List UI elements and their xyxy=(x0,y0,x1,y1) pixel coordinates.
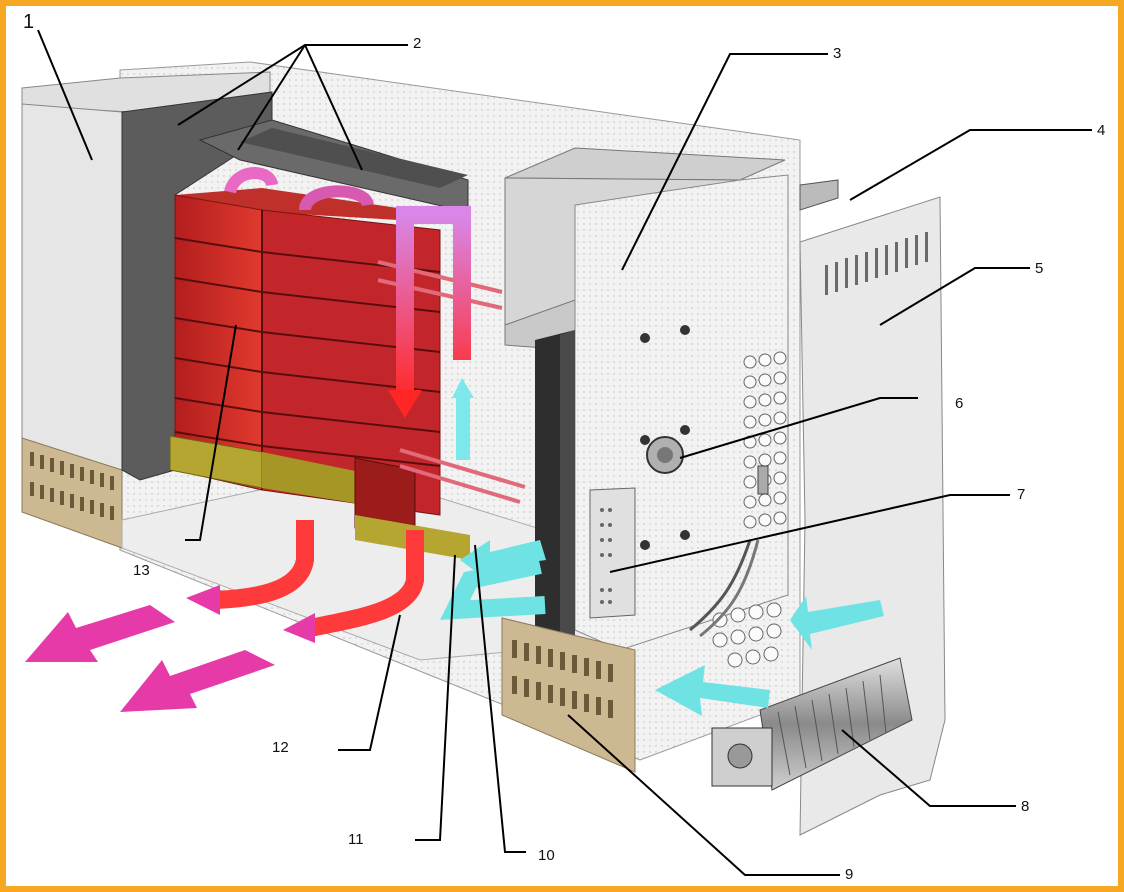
core-top xyxy=(175,188,398,220)
leader-5 xyxy=(879,267,1030,326)
heater-band-side xyxy=(262,452,360,504)
cold-inlet-arrow-2 xyxy=(655,665,770,716)
callout-9: 9 xyxy=(845,866,854,883)
leader-8 xyxy=(841,729,1016,807)
leader-10 xyxy=(474,544,526,853)
terminal-holes xyxy=(600,508,612,604)
hot-loop-arrow-1 xyxy=(224,167,278,195)
callout-10: 10 xyxy=(538,847,555,864)
leader-4 xyxy=(849,129,1092,201)
leader-13 xyxy=(185,324,237,541)
cold-inlet-arrow-1 xyxy=(790,596,884,650)
hot-outlet-1 xyxy=(214,520,314,609)
callout-3: 3 xyxy=(833,45,842,62)
leader-11 xyxy=(415,554,456,841)
leader-1 xyxy=(37,29,93,161)
cold-mid-arrow xyxy=(460,540,546,582)
hot-exit-arrow-1 xyxy=(25,605,175,662)
cold-inlet-path xyxy=(440,556,546,620)
panel-cylinder xyxy=(757,465,769,495)
safety-thermostat xyxy=(646,436,684,474)
mounting-screws xyxy=(640,325,690,550)
insulation-back-top xyxy=(240,128,468,188)
front-grille-slots xyxy=(512,640,613,718)
front-grille xyxy=(501,617,636,773)
callout-13: 13 xyxy=(133,562,150,579)
callout-7: 7 xyxy=(1017,486,1026,503)
hot-down-arrow xyxy=(396,206,471,395)
leader-2b xyxy=(237,44,306,151)
callout-8: 8 xyxy=(1021,798,1030,815)
leader-9 xyxy=(567,714,840,876)
leader-lines xyxy=(37,29,1092,876)
front-panel xyxy=(799,196,946,836)
tangential-fan xyxy=(711,657,913,791)
callout-5: 5 xyxy=(1035,260,1044,277)
terminal-block xyxy=(589,487,636,619)
callout-1: 1 xyxy=(23,11,35,33)
wiring xyxy=(689,539,752,632)
left-grille-slots xyxy=(30,452,114,520)
leader-7 xyxy=(609,494,1010,573)
wall-bracket xyxy=(799,179,839,211)
callout-11: 11 xyxy=(348,831,364,848)
hot-loop-arrow-2 xyxy=(299,185,374,212)
leader-12 xyxy=(338,614,401,751)
callout-2: 2 xyxy=(413,35,422,52)
hot-outlet-2 xyxy=(308,530,424,637)
leader-2c xyxy=(304,44,363,171)
perforated-panel xyxy=(712,351,787,668)
air-channel-edge xyxy=(560,330,575,640)
callout-12: 12 xyxy=(272,739,289,756)
callout-4: 4 xyxy=(1097,122,1106,139)
front-panel-vents xyxy=(825,232,928,295)
hot-exit-arrow-2 xyxy=(120,650,275,712)
leader-6 xyxy=(679,397,918,459)
cold-up-arrow xyxy=(452,378,474,460)
leader-3 xyxy=(621,53,828,271)
core-brick-lines xyxy=(174,210,441,490)
callout-6: 6 xyxy=(955,395,964,412)
